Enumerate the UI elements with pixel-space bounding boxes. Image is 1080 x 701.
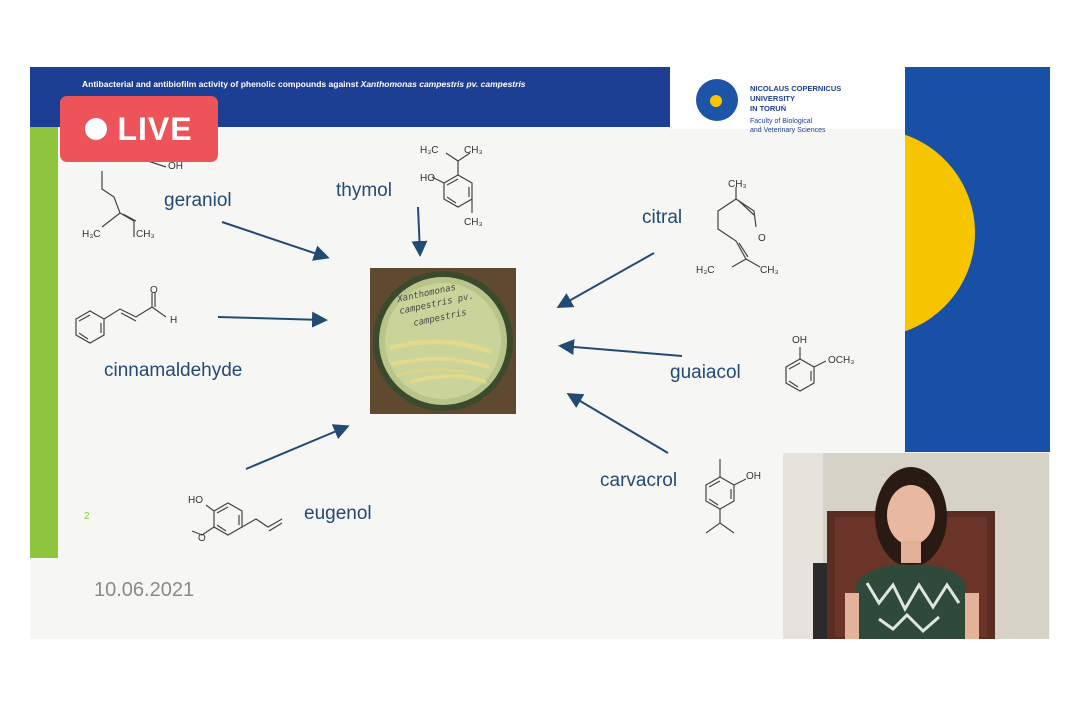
thymol-h3c-label: H₃C: [420, 145, 439, 156]
arrow-cinnamaldehyde: [217, 311, 328, 328]
petri-dish-photo: Xanthomonas campestris pv. campestris: [370, 268, 516, 414]
citral-ch3-label: CH₃: [728, 179, 747, 190]
presenter-video: [783, 453, 1049, 639]
presenter-webcam: [783, 453, 1049, 639]
cinnamaldehyde-o-label: O: [150, 285, 158, 296]
citral-h3c-label: H₃C: [696, 265, 715, 276]
carvacrol-oh-label: OH: [746, 471, 761, 482]
label-thymol: thymol: [336, 180, 392, 201]
arrow-citral: [556, 252, 655, 308]
citral-ch3-label-2: CH₃: [760, 265, 779, 276]
label-eugenol: eugenol: [304, 503, 372, 524]
guaiacol-oh-label: OH: [792, 335, 807, 346]
guaiacol-och3-label: OCH₃: [828, 355, 854, 366]
eugenol-ho-label: HO: [188, 495, 203, 506]
university-name-line: UNIVERSITY: [750, 94, 796, 103]
slide-title-species: Xanthomonas campestris pv. campestris: [360, 79, 526, 89]
video-stream[interactable]: Antibacterial and antibiofilm activity o…: [30, 67, 1050, 639]
thymol-ch3-label: CH₃: [464, 145, 483, 156]
slide-title-text: Antibacterial and antibiofilm activity o…: [82, 79, 361, 89]
label-citral: citral: [642, 207, 683, 228]
arrow-guaiacol: [558, 339, 683, 357]
university-logo: NICOLAUS COPERNICUS UNIVERSITY IN TORUŃ …: [670, 67, 905, 134]
eugenol-structure: HO O: [188, 495, 283, 544]
university-name: NICOLAUS COPERNICUS UNIVERSITY IN TORUŃ: [750, 84, 841, 114]
label-geraniol: geraniol: [164, 190, 232, 211]
university-name-line: NICOLAUS COPERNICUS: [750, 84, 842, 93]
page-number: 2: [84, 511, 90, 522]
yellow-half-circle: [905, 129, 975, 337]
geraniol-oh-label: OH: [168, 161, 183, 172]
thymol-ho-label: HO: [420, 173, 435, 184]
arrow-eugenol: [245, 424, 350, 470]
brand-side-panel: [905, 67, 1050, 452]
faculty-name-line: Faculty of Biological: [750, 118, 813, 125]
geraniol-ch3-label: H₃C: [82, 229, 101, 240]
live-dot-icon: [85, 118, 108, 140]
label-cinnamaldehyde: cinnamaldehyde: [104, 360, 243, 381]
petri-dish-illustration: Xanthomonas campestris pv. campestris: [370, 268, 516, 414]
cinnamaldehyde-structure: O H: [75, 285, 177, 344]
arrow-geraniol: [221, 221, 330, 261]
presentation-slide: Antibacterial and antibiofilm activity o…: [30, 67, 905, 639]
cinnamaldehyde-h-label: H: [170, 315, 177, 326]
carvacrol-structure: OH: [705, 459, 761, 534]
slide-date: 10.06.2021: [94, 579, 195, 601]
live-label: LIVE: [117, 110, 193, 147]
university-name-line: IN TORUŃ: [750, 104, 787, 113]
geraniol-ch3-label-2: CH₃: [136, 229, 155, 240]
geraniol-structure: OH H₃C CH₃: [82, 148, 183, 240]
thymol-structure: H₃C CH₃ HO CH₃: [420, 145, 483, 228]
label-carvacrol: carvacrol: [600, 470, 678, 491]
thymol-ch3-label-2: CH₃: [464, 217, 483, 228]
arrow-layer: [217, 206, 683, 470]
arrow-carvacrol: [566, 392, 669, 454]
eugenol-o-label: O: [198, 533, 206, 544]
arrow-thymol: [411, 206, 428, 257]
slide-title: Antibacterial and antibiofilm activity o…: [82, 79, 526, 89]
faculty-name-line: and Veterinary Sciences: [750, 127, 826, 134]
guaiacol-structure: OH OCH₃: [785, 335, 854, 392]
live-badge: LIVE: [60, 96, 218, 162]
label-guaiacol: guaiacol: [670, 362, 741, 383]
citral-structure: CH₃ O H₃C CH₃: [696, 179, 779, 276]
green-accent-bar: [30, 127, 58, 558]
faculty-name: Faculty of Biological and Veterinary Sci…: [750, 117, 826, 135]
citral-o-label: O: [758, 233, 766, 244]
university-logo-icon: [696, 79, 738, 121]
